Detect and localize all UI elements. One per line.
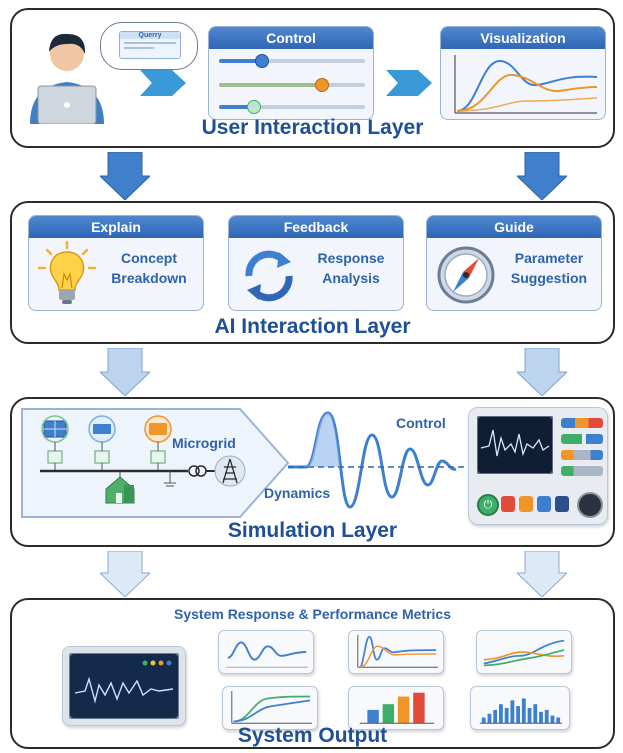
user-interaction-layer: Querry Control Visualization	[10, 8, 615, 148]
control-label: Control	[396, 415, 446, 431]
navy-button[interactable]	[555, 496, 569, 512]
user-avatar	[30, 33, 104, 124]
output-chart-multiseries	[476, 630, 572, 674]
red-button[interactable]	[501, 496, 515, 512]
control-panel: Control	[208, 26, 374, 120]
guide-text: Parameter Suggestion	[499, 248, 599, 288]
explain-text: Concept Breakdown	[99, 248, 199, 288]
down-arrow-icon	[517, 348, 567, 396]
power-button[interactable]: ⏻	[477, 494, 499, 516]
feedback-text: Response Analysis	[301, 248, 401, 288]
monitor-waveform	[69, 653, 179, 719]
ai-interaction-layer: Explain Concept Breakdown Feedback Respo…	[10, 201, 615, 344]
slider-1[interactable]	[219, 54, 365, 68]
controller-device: ⏻	[468, 407, 608, 525]
guide-card: Guide Parameter Suggestion	[426, 215, 602, 311]
guide-title: Guide	[427, 216, 601, 238]
output-chart-damped	[348, 630, 444, 674]
query-bubble: Querry	[100, 22, 198, 70]
explain-line1: Concept	[121, 250, 177, 266]
system-output-layer: System Response & Performance Metrics	[10, 598, 615, 749]
blue-button[interactable]	[537, 496, 551, 512]
feedback-card: Feedback Response Analysis	[228, 215, 404, 311]
simulation-layer: Microgrid Dynamics Control ⏻ Simulation …	[10, 397, 615, 547]
down-arrow-icon	[517, 152, 567, 200]
arrow-right-icon	[140, 70, 186, 96]
slider-2[interactable]	[219, 78, 365, 92]
lightbulb-icon	[37, 240, 97, 304]
ai-layer-title: AI Interaction Layer	[214, 315, 411, 338]
down-arrow-icon	[517, 551, 567, 597]
slider-2-thumb[interactable]	[315, 78, 329, 92]
down-arrow-icon	[100, 152, 150, 200]
slider-3-thumb[interactable]	[247, 100, 261, 114]
output-chart-histogram	[470, 686, 570, 730]
compass-icon	[437, 246, 495, 304]
query-box[interactable]: Querry	[119, 31, 181, 59]
arrow-right-icon	[386, 70, 432, 96]
guide-line1: Parameter	[514, 250, 584, 266]
slider-1-thumb[interactable]	[255, 54, 269, 68]
microgrid-panel	[21, 408, 290, 518]
oscilloscope-screen	[477, 416, 553, 474]
output-monitor	[62, 646, 186, 726]
visualization-panel: Visualization	[440, 26, 606, 120]
slider-3[interactable]	[219, 100, 365, 114]
feedback-title: Feedback	[229, 216, 403, 238]
query-label: Querry	[120, 32, 180, 39]
output-chart-oscillation	[218, 630, 314, 674]
dynamics-label: Dynamics	[264, 485, 331, 501]
down-arrow-icon	[100, 551, 150, 597]
control-knob[interactable]	[577, 492, 603, 518]
output-layer-title: System Output	[237, 724, 388, 747]
control-title: Control	[209, 27, 373, 49]
refresh-cycle-icon	[245, 250, 293, 302]
output-chart-step	[222, 686, 318, 730]
response-plot	[454, 55, 598, 114]
orange-button[interactable]	[519, 496, 533, 512]
explain-title: Explain	[29, 216, 203, 238]
feedback-line2: Analysis	[322, 270, 380, 286]
simulation-layer-title: Simulation Layer	[227, 519, 398, 542]
feedback-line1: Response	[317, 250, 385, 266]
explain-line2: Breakdown	[111, 270, 187, 286]
user-layer-title: User Interaction Layer	[201, 116, 424, 139]
dynamics-waveform	[288, 411, 478, 509]
output-subtitle: System Response & Performance Metrics	[174, 606, 451, 622]
guide-line2: Suggestion	[510, 270, 588, 286]
explain-card: Explain Concept Breakdown	[28, 215, 204, 311]
microgrid-label: Microgrid	[172, 435, 236, 451]
down-arrow-icon	[100, 348, 150, 396]
output-chart-bars	[348, 686, 444, 730]
indicator-buttons	[561, 418, 603, 476]
visualization-title: Visualization	[441, 27, 605, 49]
